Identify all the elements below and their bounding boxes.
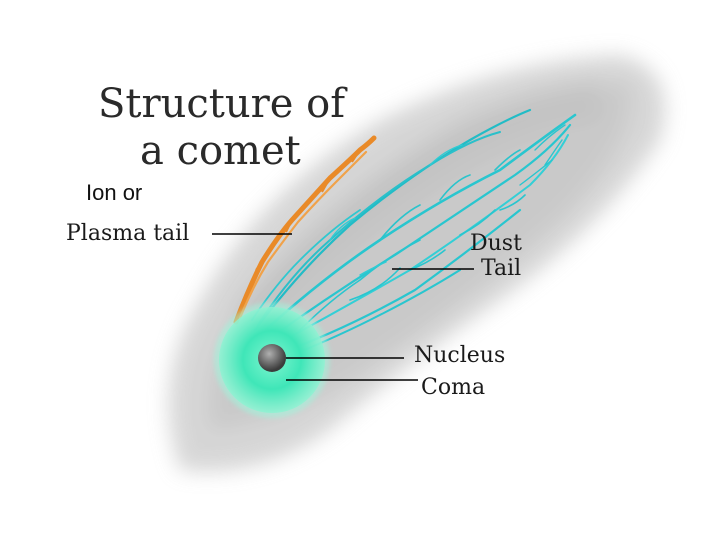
nucleus-label: Nucleus	[414, 343, 505, 368]
diagram-title-line-1: Structure of	[98, 81, 348, 127]
coma-label: Coma	[421, 375, 485, 400]
tail-label: Tail	[481, 256, 521, 281]
dust-label: Dust	[470, 231, 522, 256]
nucleus	[258, 344, 286, 372]
ion-or-label: Ion or	[86, 180, 142, 205]
leader-lines	[212, 233, 474, 381]
plasma-tail	[233, 135, 377, 325]
diagram-title-line-2: a comet	[140, 128, 301, 174]
plasma-tail-label: Plasma tail	[66, 221, 189, 246]
